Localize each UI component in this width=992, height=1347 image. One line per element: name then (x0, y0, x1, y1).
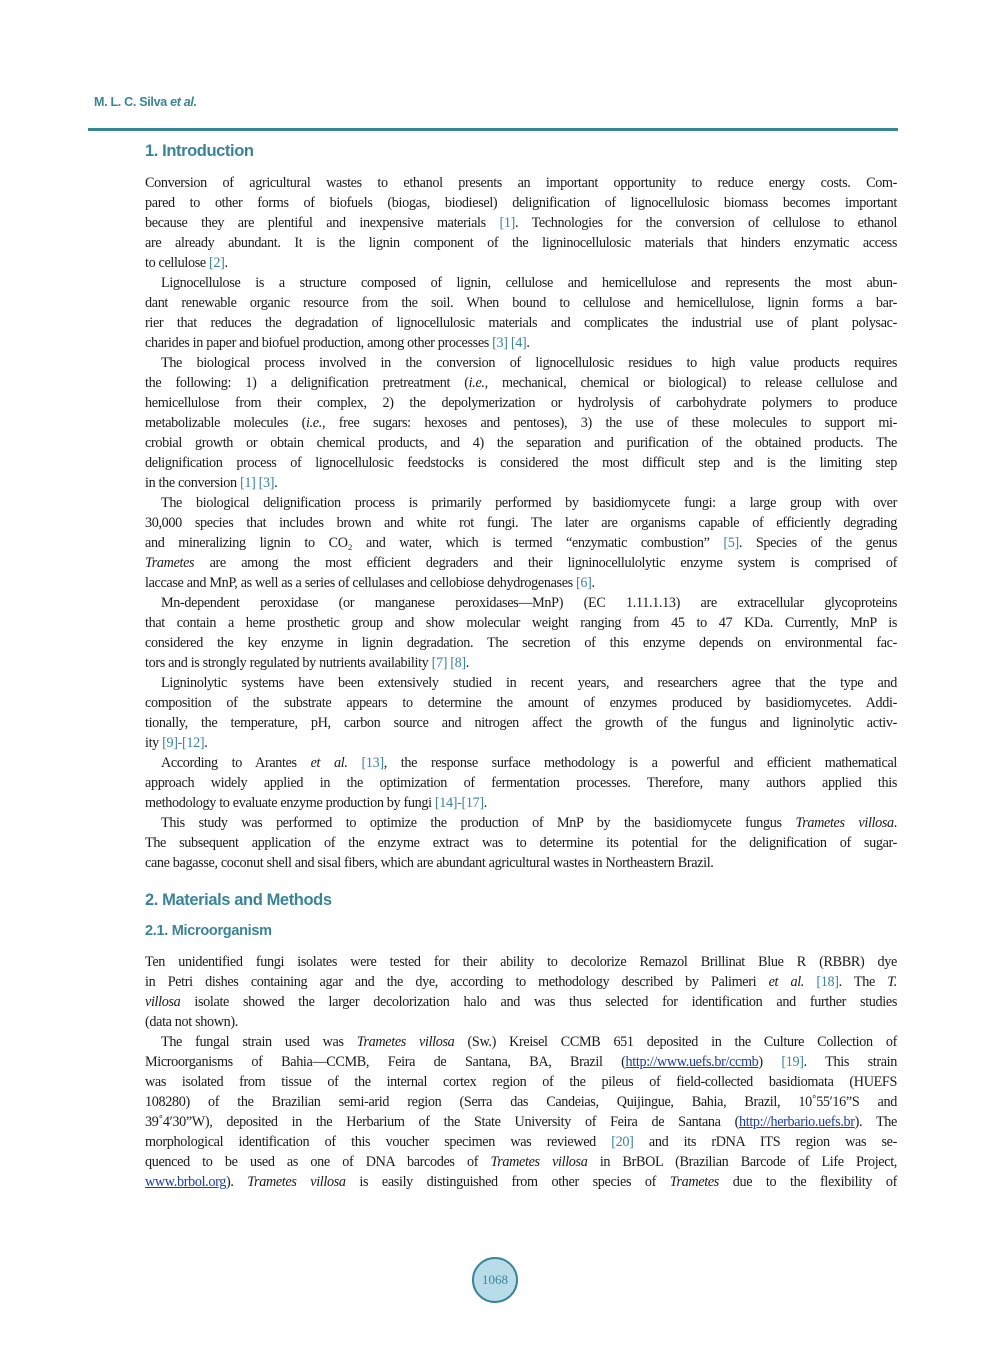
text-line: dant renewable organic resource from the… (145, 295, 897, 311)
text-line: ity [9]-[12]. (145, 735, 208, 751)
url-link[interactable]: www.brbol.org (145, 1174, 226, 1190)
citation-link[interactable]: [18] (816, 974, 839, 990)
citation-link[interactable]: [2] (209, 255, 225, 271)
text-line: Mn-dependent peroxidase (or manganese pe… (161, 595, 897, 611)
text-line: approach widely applied in the optimizat… (145, 775, 897, 791)
text-line: www.brbol.org). Trametes villosa is easi… (145, 1174, 897, 1190)
text-line: to cellulose [2]. (145, 255, 228, 271)
text-line: pared to other forms of biofuels (biogas… (145, 195, 897, 211)
text-line: cane bagasse, coconut shell and sisal fi… (145, 855, 714, 871)
url-link[interactable]: http://www.uefs.br/ccmb (625, 1054, 759, 1070)
citation-link[interactable]: [14]-[17] (434, 795, 484, 811)
citation-link[interactable]: [3] [4] (492, 335, 527, 351)
text-line: charides in paper and biofuel production… (145, 335, 530, 351)
running-head-etal: et al. (170, 95, 197, 109)
text-line: quenced to be used as one of DNA barcode… (145, 1154, 897, 1170)
text-line: Microorganisms of Bahia—CCMB, Feira de S… (145, 1054, 897, 1070)
text-line: Lignocellulose is a structure composed o… (161, 275, 897, 291)
text-line: Ten unidentified fungi isolates were tes… (145, 954, 897, 970)
text-line: hemicellulose from their complex, 2) the… (145, 395, 897, 411)
citation-link[interactable]: [20] (611, 1134, 634, 1150)
text-line: considered the key enzyme in lignin degr… (145, 635, 897, 651)
text-line: crobial growth or obtain chemical produc… (145, 435, 897, 451)
page-number: 1068 (482, 1272, 508, 1287)
citation-link[interactable]: [19] (781, 1054, 804, 1070)
text-line: Conversion of agricultural wastes to eth… (145, 175, 897, 191)
citation-link[interactable]: [13] (361, 755, 384, 771)
citation-link[interactable]: [6] (576, 575, 592, 591)
text-line: methodology to evaluate enzyme productio… (145, 795, 487, 811)
text-line: The biological process involved in the c… (161, 355, 897, 371)
running-head: M. L. C. Silva et al. (94, 95, 197, 109)
text-line: because they are plentiful and inexpensi… (145, 215, 897, 231)
text-line: was isolated from tissue of the internal… (145, 1074, 897, 1090)
citation-link[interactable]: [5] (723, 535, 739, 551)
text-line: According to Arantes et al. [13], the re… (161, 755, 897, 771)
subsection-title-microorganism: 2.1. Microorganism (145, 923, 272, 939)
text-line: The subsequent application of the enzyme… (145, 835, 897, 851)
header-divider (88, 128, 898, 131)
text-line: 30,000 species that includes brown and w… (145, 515, 897, 531)
text-line: (data not shown). (145, 1014, 238, 1030)
running-head-authors: M. L. C. Silva (94, 95, 167, 109)
text-line: morphological identification of this vou… (145, 1134, 897, 1150)
url-link[interactable]: http://herbario.uefs.br (739, 1114, 855, 1130)
page-number-badge: 1068 (472, 1257, 518, 1303)
text-line: composition of the substrate appears to … (145, 695, 897, 711)
text-line: in Petri dishes containing agar and the … (145, 974, 897, 990)
text-line: that contain a heme prosthetic group and… (145, 615, 897, 631)
text-line: The biological delignification process i… (161, 495, 897, 511)
text-line: villosa isolate showed the larger decolo… (145, 994, 897, 1010)
text-line: The fungal strain used was Trametes vill… (161, 1034, 897, 1050)
text-line: delignification process of lignocellulos… (145, 455, 897, 471)
section-title-materials-methods: 2. Materials and Methods (145, 891, 332, 909)
text-line: in the conversion [1] [3]. (145, 475, 278, 491)
text-line: tors and is strongly regulated by nutrie… (145, 655, 469, 671)
text-line: the following: 1) a delignification pret… (145, 375, 897, 391)
text-line: laccase and MnP, as well as a series of … (145, 575, 595, 591)
text-line: tionally, the temperature, pH, carbon so… (145, 715, 897, 731)
text-line: Ligninolytic systems have been extensive… (161, 675, 897, 691)
text-line: 108280) of the Brazilian semi-arid regio… (145, 1094, 897, 1110)
text-line: 39˚4ʹ30”W), deposited in the Herbarium o… (145, 1114, 897, 1130)
citation-link[interactable]: [7] [8] (431, 655, 467, 671)
text-line: Trametes are among the most efficient de… (145, 555, 897, 571)
text-line: are already abundant. It is the lignin c… (145, 235, 897, 251)
citation-link[interactable]: [1] [3] (239, 475, 275, 491)
citation-link[interactable]: [9]-[12] (162, 735, 205, 751)
text-line: rier that reduces the degradation of lig… (145, 315, 897, 331)
section-title-introduction: 1. Introduction (145, 142, 254, 160)
text-line: and mineralizing lignin to CO₂ and water… (145, 535, 897, 551)
citation-link[interactable]: [1] (499, 215, 515, 231)
text-line: This study was performed to optimize the… (161, 815, 897, 831)
text-line: metabolizable molecules (i.e., free suga… (145, 415, 897, 431)
